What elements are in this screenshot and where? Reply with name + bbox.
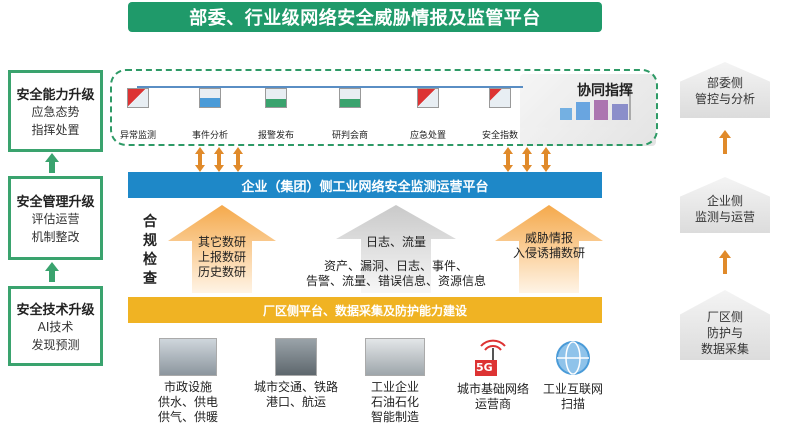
flow-text: 历史数研 [197,265,246,279]
right-text-line: 部委侧 [706,76,743,90]
tool-label: 研判会商 [331,131,368,141]
meeting-icon [339,88,361,108]
bottom-item-network: 5G 城市基础网络 运营商 [448,338,538,412]
capability-upgrade-line-2: 指挥处置 [31,122,80,137]
bidirectional-arrow-icon [195,147,205,172]
plant-side-text: 厂区侧 防护与 数据采集 [675,309,775,357]
bidirectional-arrow-icon [522,147,532,172]
enterprise-platform-bar: 企业（集团）侧工业网络安全监测运营平台 [128,172,602,198]
right-text-line: 监测与运营 [694,210,755,224]
tool-joint-assessment: 研判会商 [329,88,371,141]
bidirectional-arrow-icon [503,147,513,172]
coordination-panel [110,69,658,146]
tool-label: 事件分析 [191,131,228,141]
tool-label: 异常监测 [119,131,156,141]
flow-text: 其它数研 [197,235,246,249]
management-upgrade-heading: 安全管理升级 [16,194,95,210]
bidirectional-arrow-icon [541,147,551,172]
right-text-line: 厂区侧 [706,310,743,324]
bottom-item-text: 城市基础网络 [456,382,529,396]
capability-upgrade-heading: 安全能力升级 [16,87,95,103]
platform-title: 部委、行业级网络安全威胁情报及监管平台 [128,2,602,32]
flow-text: 告警、流量、错误信息、资源信息 [305,274,486,288]
tool-anomaly-monitoring: 异常监测 [117,88,159,141]
data-flow-arrow-right: 威胁情报 入侵诱捕数研 [495,205,603,293]
capability-upgrade-box: 安全能力升级 应急态势 指挥处置 [8,70,103,152]
5g-badge: 5G [476,361,493,374]
bottom-item-text: 扫描 [560,397,585,411]
tool-event-analysis: 事件分析 [189,88,231,141]
bidirectional-arrow-icon [233,147,243,172]
capability-upgrade-line-1: 应急态势 [31,104,80,119]
data-flow-arrow-middle: 日志、流量 资产、漏洞、日志、事件、 告警、流量、错误信息、资源信息 [296,205,496,293]
right-text-line: 防护与 [706,326,743,340]
flow-text: 上报数研 [197,250,246,264]
plant-platform-bar: 厂区侧平台、数据采集及防护能力建设 [128,297,602,323]
monitor-icon [127,88,149,108]
tool-label: 安全指数 [481,131,518,141]
emergency-icon [417,88,439,108]
globe-network-icon [553,338,593,378]
chart-icon [199,88,221,108]
bottom-item-internet: 工业互联网 扫描 [534,338,612,412]
flow-text: 日志、流量 [365,235,426,249]
flow-text: 威胁情报 [524,231,573,245]
alert-icon [265,88,287,108]
server-cluster-icon [560,84,631,120]
data-flow-arrow-left: 其它数研 上报数研 历史数研 [168,205,276,293]
tool-security-index: 安全指数 [479,88,521,141]
bottom-item-industry: 工业企业 石油石化 智能制造 [355,338,435,425]
flow-text: 资产、漏洞、日志、事件、 [323,259,468,273]
index-icon [489,88,511,108]
bottom-item-text: 供水、供电 [157,395,218,409]
server-rack-photo [365,338,425,376]
coordination-graphic [520,74,656,146]
bottom-item-text: 市政设施 [163,380,212,394]
orange-up-arrow-icon [719,250,731,274]
5g-tower-icon: 5G [473,338,513,378]
technology-upgrade-line-2: 发现预测 [31,337,80,352]
right-text-line: 企业侧 [706,194,743,208]
bottom-item-text: 供气、供暖 [157,410,218,424]
management-upgrade-line-1: 评估运营 [31,211,80,226]
enterprise-side-text: 企业侧 监测与运营 [675,193,775,225]
right-text-line: 管控与分析 [694,92,755,106]
tool-connector-line [137,86,523,101]
management-upgrade-box: 安全管理升级 评估运营 机制整改 [8,176,103,260]
bottom-item-text: 城市交通、铁路 [253,380,338,394]
bottom-item-text: 石油石化 [370,395,419,409]
management-upgrade-line-2: 机制整改 [31,229,80,244]
right-text-line: 数据采集 [700,342,749,356]
bottom-item-text: 港口、航运 [265,395,326,409]
tool-label: 报警发布 [257,131,294,141]
technology-upgrade-box: 安全技术升级 AI技术 发现预测 [8,286,103,366]
bottom-item-text: 工业企业 [370,380,419,394]
bottom-item-text: 智能制造 [370,410,419,424]
compliance-check-label: 合规检查 [143,214,157,287]
tool-label: 应急处置 [409,131,446,141]
technology-upgrade-heading: 安全技术升级 [16,302,95,318]
technology-upgrade-line-1: AI技术 [37,319,74,334]
coordination-label: 协同指挥 [577,83,633,99]
bottom-item-municipal: 市政设施 供水、供电 供气、供暖 [148,338,228,425]
ministry-side-text: 部委侧 管控与分析 [675,75,775,107]
control-cabinet-photo [275,338,317,376]
bottom-item-text: 工业互联网 [542,382,603,396]
tool-alert-publishing: 报警发布 [255,88,297,141]
bidirectional-arrow-icon [214,147,224,172]
bottom-item-text: 运营商 [474,397,511,411]
bottom-item-transport: 城市交通、铁路 港口、航运 [248,338,344,410]
flow-text: 入侵诱捕数研 [512,246,585,260]
orange-up-arrow-icon [719,130,731,154]
municipal-facility-photo [159,338,217,376]
tool-emergency-response: 应急处置 [407,88,449,141]
